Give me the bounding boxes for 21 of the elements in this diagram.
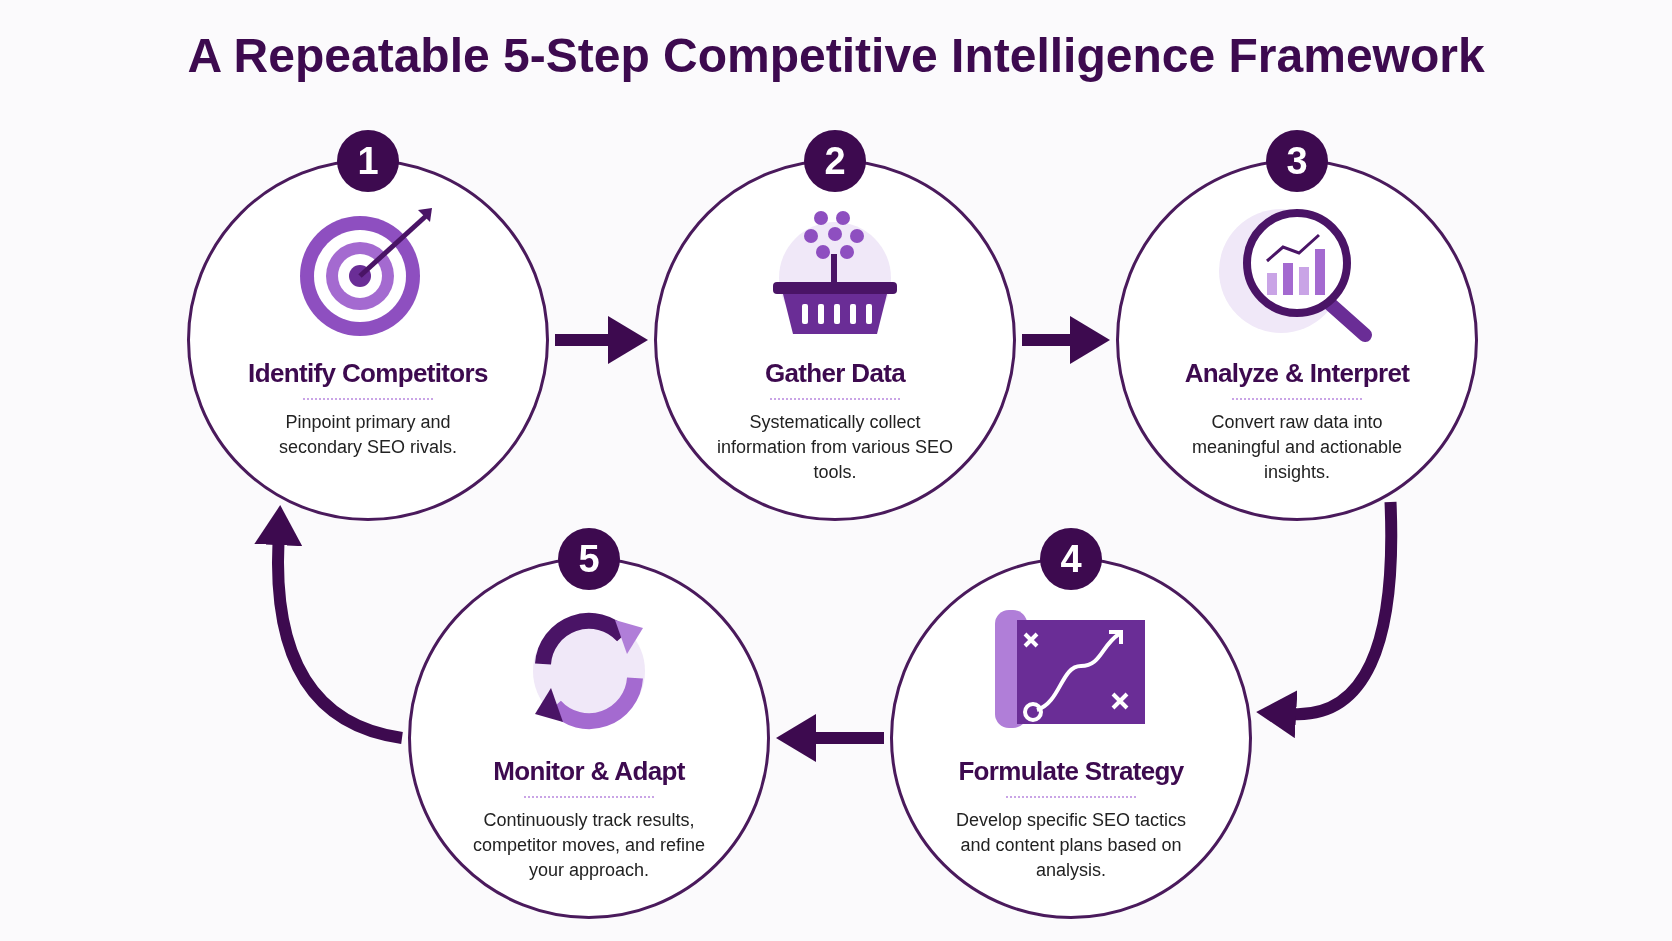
step-heading: Gather Data bbox=[764, 357, 906, 390]
arrow bbox=[776, 714, 884, 762]
step-number-badge: 3 bbox=[1266, 130, 1328, 192]
step-description: Develop specific SEO tactics and content plans based on analysis. bbox=[954, 809, 1188, 882]
arrow bbox=[1256, 501, 1398, 738]
step-heading: Identify Competitors bbox=[248, 357, 488, 390]
arrow bbox=[254, 505, 404, 744]
step-number-badge: 5 bbox=[558, 528, 620, 590]
step-description: Pinpoint primary and secondary SEO rivals. bbox=[277, 411, 459, 459]
step-description: Systematically collect information from various SEO tools. bbox=[715, 411, 955, 484]
step-description: Convert raw data into meaningful and actionable insights. bbox=[1190, 411, 1404, 484]
step-number-badge: 4 bbox=[1040, 528, 1102, 590]
step-number-badge: 1 bbox=[337, 130, 399, 192]
arrow bbox=[1022, 316, 1110, 364]
step-number-badge: 2 bbox=[804, 130, 866, 192]
arrow bbox=[555, 316, 648, 364]
title: A Repeatable 5-Step Competitive Intelligence Framework bbox=[187, 28, 1485, 84]
step-description: Continuously track results, competitor moves, and refine your approach. bbox=[471, 809, 707, 882]
step-heading: Analyze & Interpret bbox=[1184, 357, 1410, 390]
step-heading: Monitor & Adapt bbox=[493, 755, 685, 788]
step-heading: Formulate Strategy bbox=[958, 755, 1184, 788]
